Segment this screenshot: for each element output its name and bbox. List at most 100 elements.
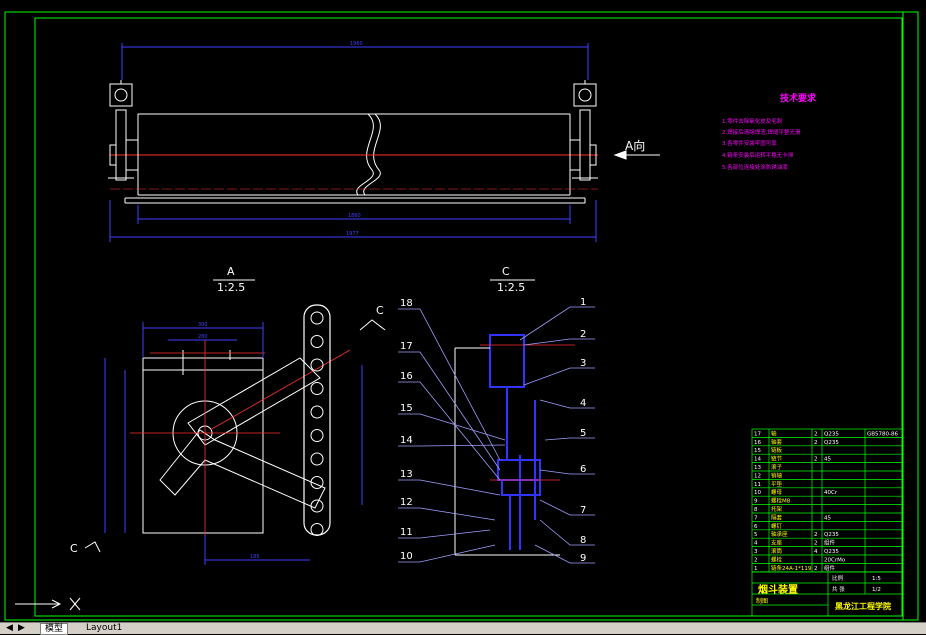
- bom-cell-mat: 组件: [824, 564, 836, 572]
- bom-cell-qty: 2: [814, 566, 818, 572]
- balloon-1: 1: [580, 297, 586, 308]
- dim-top-1: 1960: [350, 41, 363, 47]
- balloon-2: 2: [580, 329, 586, 340]
- bom-cell-no: 11: [754, 482, 761, 488]
- section-c-label: C: [502, 265, 510, 278]
- balloon-15: 15: [400, 403, 413, 414]
- bom-cell-mat: Q235: [824, 431, 839, 437]
- tab-layout1[interactable]: Layout1: [86, 623, 123, 633]
- bom-cell-no: 6: [754, 524, 758, 530]
- tab-model[interactable]: 模型: [40, 623, 69, 635]
- chain-roller: [310, 358, 324, 372]
- bom-cell-name: 链条24A-1*119: [771, 564, 812, 572]
- bom-drawn-by: 制图: [756, 597, 768, 605]
- bom-cell-qty: 2: [814, 532, 818, 538]
- tech-req-item: 3.各零件安装牢固可靠: [722, 139, 777, 147]
- balloon-18: 18: [400, 298, 413, 309]
- bom-cell-name: 隔套: [771, 513, 783, 521]
- bom-cell-qty: 2: [814, 541, 818, 547]
- tab-nav-prev[interactable]: ◀: [6, 623, 13, 633]
- bom-cell-no: 13: [754, 465, 761, 471]
- balloon-10: 10: [400, 551, 413, 562]
- section-a-label: A: [227, 265, 235, 278]
- bom-cell-no: 9: [754, 499, 758, 505]
- bom-cell-mat: 40Cr: [824, 490, 838, 496]
- chain-roller: [310, 405, 324, 419]
- chain-roller: [310, 476, 324, 489]
- bom-cell-no: 7: [754, 515, 758, 521]
- section-c-scale: 1:2.5: [497, 281, 525, 294]
- chain-roller: [310, 499, 324, 513]
- balloon-17: 17: [400, 341, 413, 352]
- balloon-4: 4: [580, 398, 586, 409]
- bom-cell-no: 4: [754, 541, 758, 547]
- bom-cell-name: 链节: [771, 455, 783, 463]
- bom-cell-no: 17: [754, 431, 761, 437]
- section-a-scale: 1:2.5: [217, 281, 245, 294]
- tech-req-item: 5.各部位连接处涂防锈油漆: [722, 163, 788, 171]
- tech-req-item: 4.链条安装后运转平稳无卡滞: [722, 151, 794, 159]
- bom-drawing-title: 烟斗装置: [758, 583, 798, 596]
- bom-cell-mat: 组件: [824, 539, 836, 547]
- bom-cell-name: 轴套: [771, 438, 783, 446]
- dim-a-280: 280: [198, 334, 208, 340]
- bom-cell-name: 螺钉: [771, 522, 783, 530]
- bom-cell-name: 轴: [771, 429, 777, 437]
- bom-cell-name: 滚子: [771, 463, 783, 471]
- bom-scale-label: 比例: [832, 574, 844, 582]
- layout-tab-bar: ◀ ▶ 模型 Layout1: [0, 622, 926, 635]
- bom-sheet-label: 共 张: [832, 585, 845, 593]
- bom-cell-name: 螺栓M8: [771, 497, 791, 505]
- balloon-5: 5: [580, 428, 586, 439]
- tech-req-item: 2.焊接后清除焊渣,焊缝平整光滑: [722, 128, 801, 136]
- part-balloons: 18 17 16 15 14 13 12 11 10 1 2 3 4 5 6 7…: [400, 297, 586, 564]
- bom-cell-no: 2: [754, 557, 758, 563]
- balloon-11: 11: [400, 527, 413, 538]
- balloon-9: 9: [580, 553, 586, 564]
- bom-cell-qty: 2: [814, 440, 818, 446]
- chain-roller: [310, 335, 324, 348]
- bom-cell-no: 5: [754, 532, 758, 538]
- section-a-view: A 1:2.5: [70, 265, 386, 565]
- chain-roller: [310, 429, 324, 442]
- chain-roller: [310, 311, 324, 325]
- balloon-7: 7: [580, 505, 586, 516]
- ucs-icon: [15, 597, 81, 611]
- bom-cell-name: 平垫: [771, 480, 783, 488]
- chain-roller: [310, 523, 324, 536]
- bom-cell-mat: Q235: [824, 549, 839, 555]
- chain-roller: [310, 382, 324, 395]
- bom-sheet-value: 1/2: [872, 587, 881, 593]
- bom-cell-name: 托架: [771, 505, 783, 513]
- bom-cell-no: 1: [754, 566, 758, 572]
- bom-cell-no: 15: [754, 448, 761, 454]
- balloon-12: 12: [400, 497, 413, 508]
- bom-school: 黑龙江工程学院: [835, 601, 891, 611]
- tab-nav-next[interactable]: ▶: [18, 623, 25, 633]
- balloon-14: 14: [400, 435, 413, 446]
- roller-top-view: 1960 1860 1977: [108, 41, 660, 242]
- dim-a-185: 185: [250, 554, 260, 560]
- bom-cell-qty: 4: [814, 549, 818, 555]
- bom-cell-no: 10: [754, 490, 761, 496]
- dim-top-2: 1860: [348, 213, 361, 219]
- balloon-13: 13: [400, 469, 413, 480]
- bom-cell-name: 销轴: [771, 471, 783, 479]
- dim-top-3: 1977: [346, 231, 359, 237]
- bom-cell-no: 12: [754, 473, 761, 479]
- bom-cell-mat: 45: [824, 457, 831, 463]
- bom-cell-mat: Q235: [824, 532, 839, 538]
- bom-cell-no: 3: [754, 549, 758, 555]
- bom-cell-note: GB5780-86: [867, 431, 899, 437]
- c-marker-left: C: [70, 542, 78, 555]
- bom-cell-no: 14: [754, 457, 761, 463]
- bom-cell-no: 16: [754, 440, 761, 446]
- dim-a-300: 300: [198, 322, 208, 328]
- view-a-arrow-label: A向: [625, 138, 645, 153]
- c-marker-right: C: [376, 304, 384, 317]
- tech-req-item: 1.零件去除氧化皮及毛刺: [722, 117, 783, 125]
- tech-requirements: 技术要求 1.零件去除氧化皮及毛刺 2.焊接后清除焊渣,焊缝平整光滑 3.各零件…: [722, 92, 817, 171]
- bom-cell-name: 螺栓: [771, 555, 783, 563]
